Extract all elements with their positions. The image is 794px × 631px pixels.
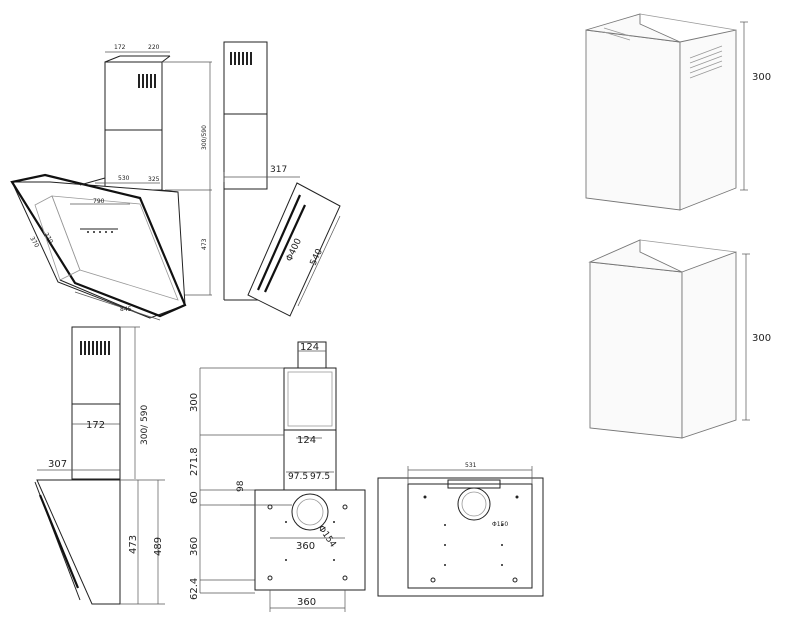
- hood-rear-view: 531 Φ150: [377, 462, 544, 597]
- dim-98: 98: [236, 480, 246, 492]
- dim-370-b: 370: [42, 232, 54, 246]
- dim-489: 489: [153, 537, 164, 556]
- dim-790: 790: [93, 198, 105, 205]
- dim-172: 172: [114, 44, 126, 51]
- dim-845: 845: [120, 306, 132, 313]
- dim-220: 220: [148, 44, 160, 51]
- cover2-front-face: [589, 261, 683, 439]
- dim-62-4: 62.4: [189, 578, 200, 600]
- dim-370-a: 370: [28, 236, 40, 250]
- chimney-upper: [104, 61, 163, 131]
- dim-300-590-elev: 300/ 590: [140, 404, 150, 445]
- cover2-side-face: [681, 251, 737, 439]
- dim-172-elev: 172: [86, 420, 105, 431]
- dim-124-mid: 124: [297, 435, 316, 446]
- rear-duct-hole: [457, 487, 491, 521]
- duct-section-2: [283, 429, 337, 491]
- dim-300-d: 300: [189, 393, 200, 412]
- dim-300-590: 300/590: [201, 125, 208, 150]
- side-vent-slots: [230, 52, 252, 65]
- chimney-cover-lower: 300: [588, 239, 771, 439]
- elev-vent-slots: [80, 341, 110, 355]
- dim-360-v: 360: [189, 537, 200, 556]
- dim-124-top: 124: [300, 342, 319, 353]
- dim-531: 531: [465, 462, 477, 469]
- cover-side-face: [679, 29, 737, 211]
- dim-97-5-left: 97.5: [288, 472, 308, 482]
- side-glass-panel: [247, 182, 341, 317]
- dim-317: 317: [270, 165, 287, 175]
- dim-307: 307: [48, 459, 67, 470]
- control-panel: [80, 228, 118, 233]
- mounting-front-view: 124 124 97.5 97.5 300 271.8 60 360 62.4 …: [189, 341, 366, 612]
- elev-chimney-upper: [71, 326, 121, 405]
- elev-chimney-lower: [71, 403, 121, 480]
- cover-vent-slots: [603, 27, 723, 79]
- duct-hole: [291, 493, 329, 531]
- dim-60: 60: [189, 491, 200, 504]
- vent-slots: [138, 74, 156, 88]
- cover-front-face: [585, 29, 681, 211]
- hood-side-view: 317 Φ400 540: [223, 41, 341, 317]
- rear-holes: [423, 495, 519, 583]
- dim-473: 473: [201, 238, 208, 250]
- dim-325: 325: [148, 176, 160, 183]
- dim-360-bottom: 360: [297, 597, 316, 608]
- duct-top: [297, 341, 327, 369]
- hood-perspective-view: 172 220 300/590 473 530 325 790 370: [10, 44, 212, 321]
- hood-elevation-view: 172 300/ 590 307 473 489: [34, 326, 165, 605]
- dim-473-elev: 473: [128, 535, 139, 554]
- dim-530: 530: [118, 175, 130, 182]
- rear-panel: [377, 477, 544, 597]
- dim-97-5-right: 97.5: [310, 472, 330, 482]
- chimney-cover-upper: 300: [585, 13, 771, 211]
- duct-section-1: [283, 367, 337, 431]
- side-chimney-lower: [223, 113, 268, 190]
- mounting-holes: [267, 504, 348, 581]
- dim-300-cover-top: 300: [752, 72, 771, 83]
- dim-271-8: 271.8: [189, 447, 200, 476]
- elev-canopy: [36, 479, 121, 605]
- dim-360-inner: 360: [296, 541, 315, 552]
- dim-phi150: Φ150: [492, 521, 508, 528]
- canopy-glass-panel: [10, 173, 187, 318]
- dim-300-cover-bottom: 300: [752, 333, 771, 344]
